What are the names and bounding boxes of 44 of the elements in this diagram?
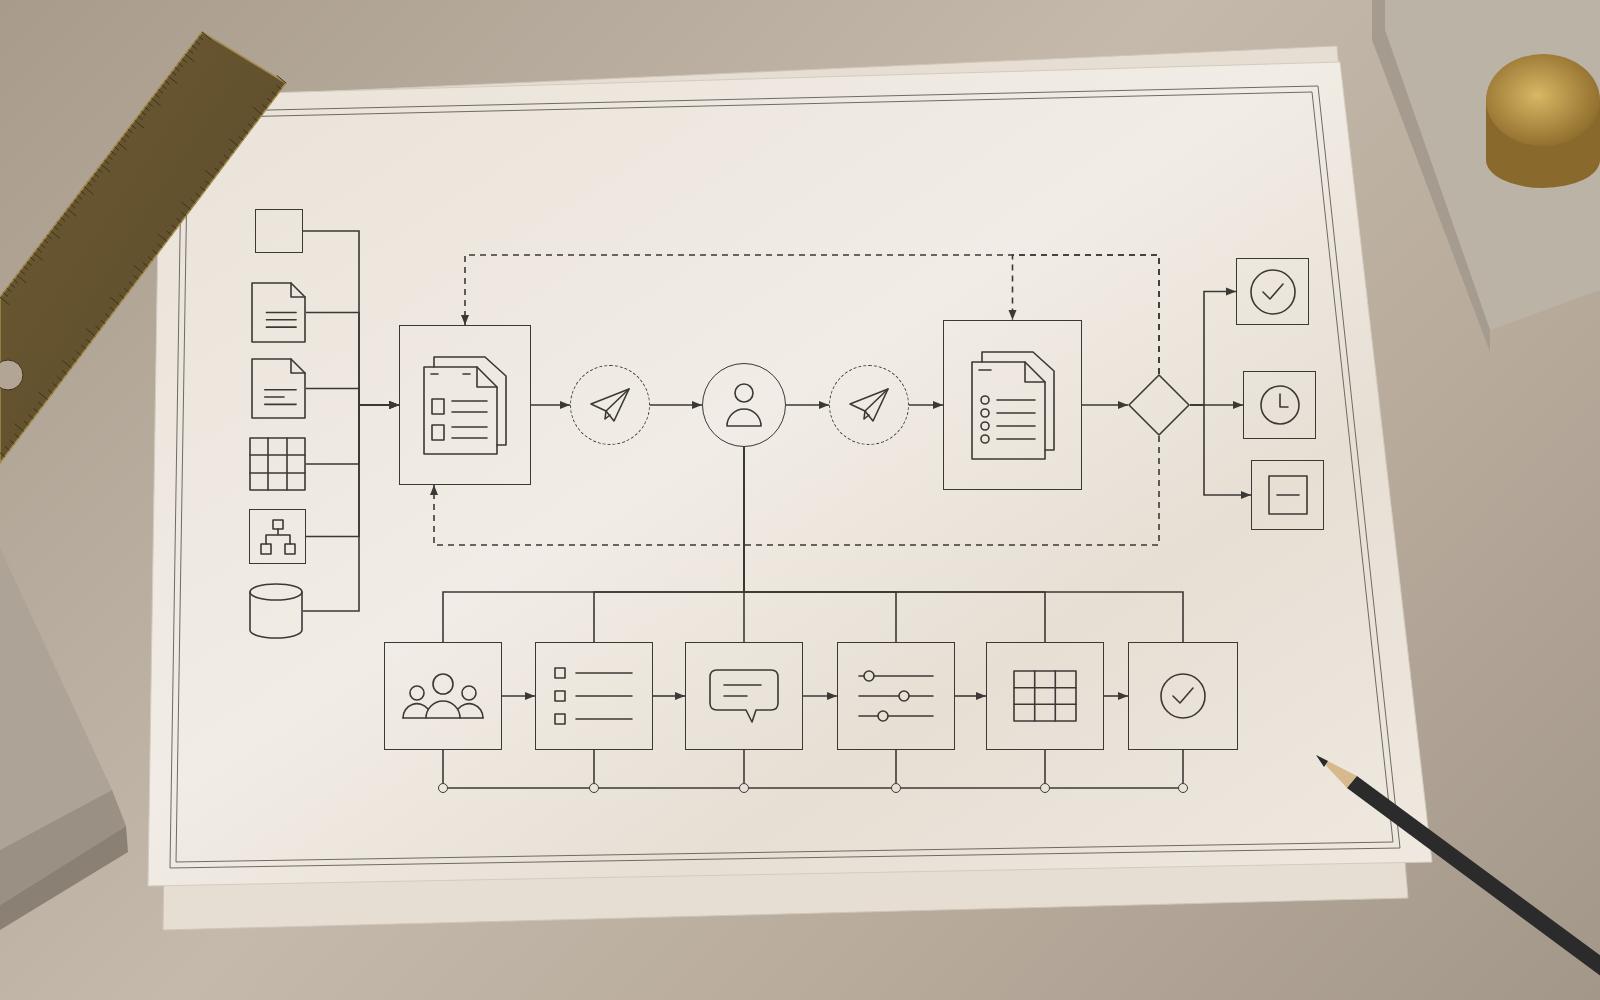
arrow [649, 401, 703, 409]
square-frame [1128, 642, 1238, 750]
square-frame [986, 642, 1104, 750]
arrow [1103, 692, 1129, 700]
connector-line [900, 787, 1041, 789]
square-frame [1236, 258, 1309, 325]
connector-line [748, 787, 892, 789]
decision-diamond [1128, 374, 1190, 436]
arrow [954, 692, 987, 700]
connector-line [1044, 749, 1046, 784]
arrow [802, 692, 838, 700]
square-frame [384, 642, 502, 750]
square-frame [943, 320, 1082, 490]
connector-line [1049, 787, 1179, 789]
connector-line [593, 749, 595, 784]
arrow [302, 401, 400, 612]
document-shape [251, 282, 306, 343]
square-frame [399, 325, 531, 485]
arrow [652, 692, 686, 700]
dashed-arrow [430, 435, 1160, 546]
arrow [785, 401, 830, 409]
square-frame [837, 642, 955, 750]
square-frame [255, 209, 303, 253]
square-frame [1251, 460, 1324, 530]
arrow [908, 401, 944, 409]
arrow [1189, 404, 1252, 499]
square-frame [685, 642, 803, 750]
arrow [501, 692, 536, 700]
connector-line [895, 749, 897, 784]
square-frame [1243, 371, 1316, 439]
square-frame [535, 642, 653, 750]
database-cylinder [249, 583, 303, 639]
dashed-arrow [1008, 254, 1160, 375]
arrow [1081, 401, 1129, 409]
connector-line [598, 787, 740, 789]
connector-line [743, 749, 745, 784]
square-frame [249, 509, 306, 564]
connector-line [447, 787, 590, 789]
arrow [530, 401, 571, 409]
document-shape [251, 358, 306, 419]
connector-line [743, 446, 1184, 643]
connector-line [1182, 749, 1184, 784]
grid-table-shape [249, 437, 306, 491]
connector-line [442, 749, 444, 784]
